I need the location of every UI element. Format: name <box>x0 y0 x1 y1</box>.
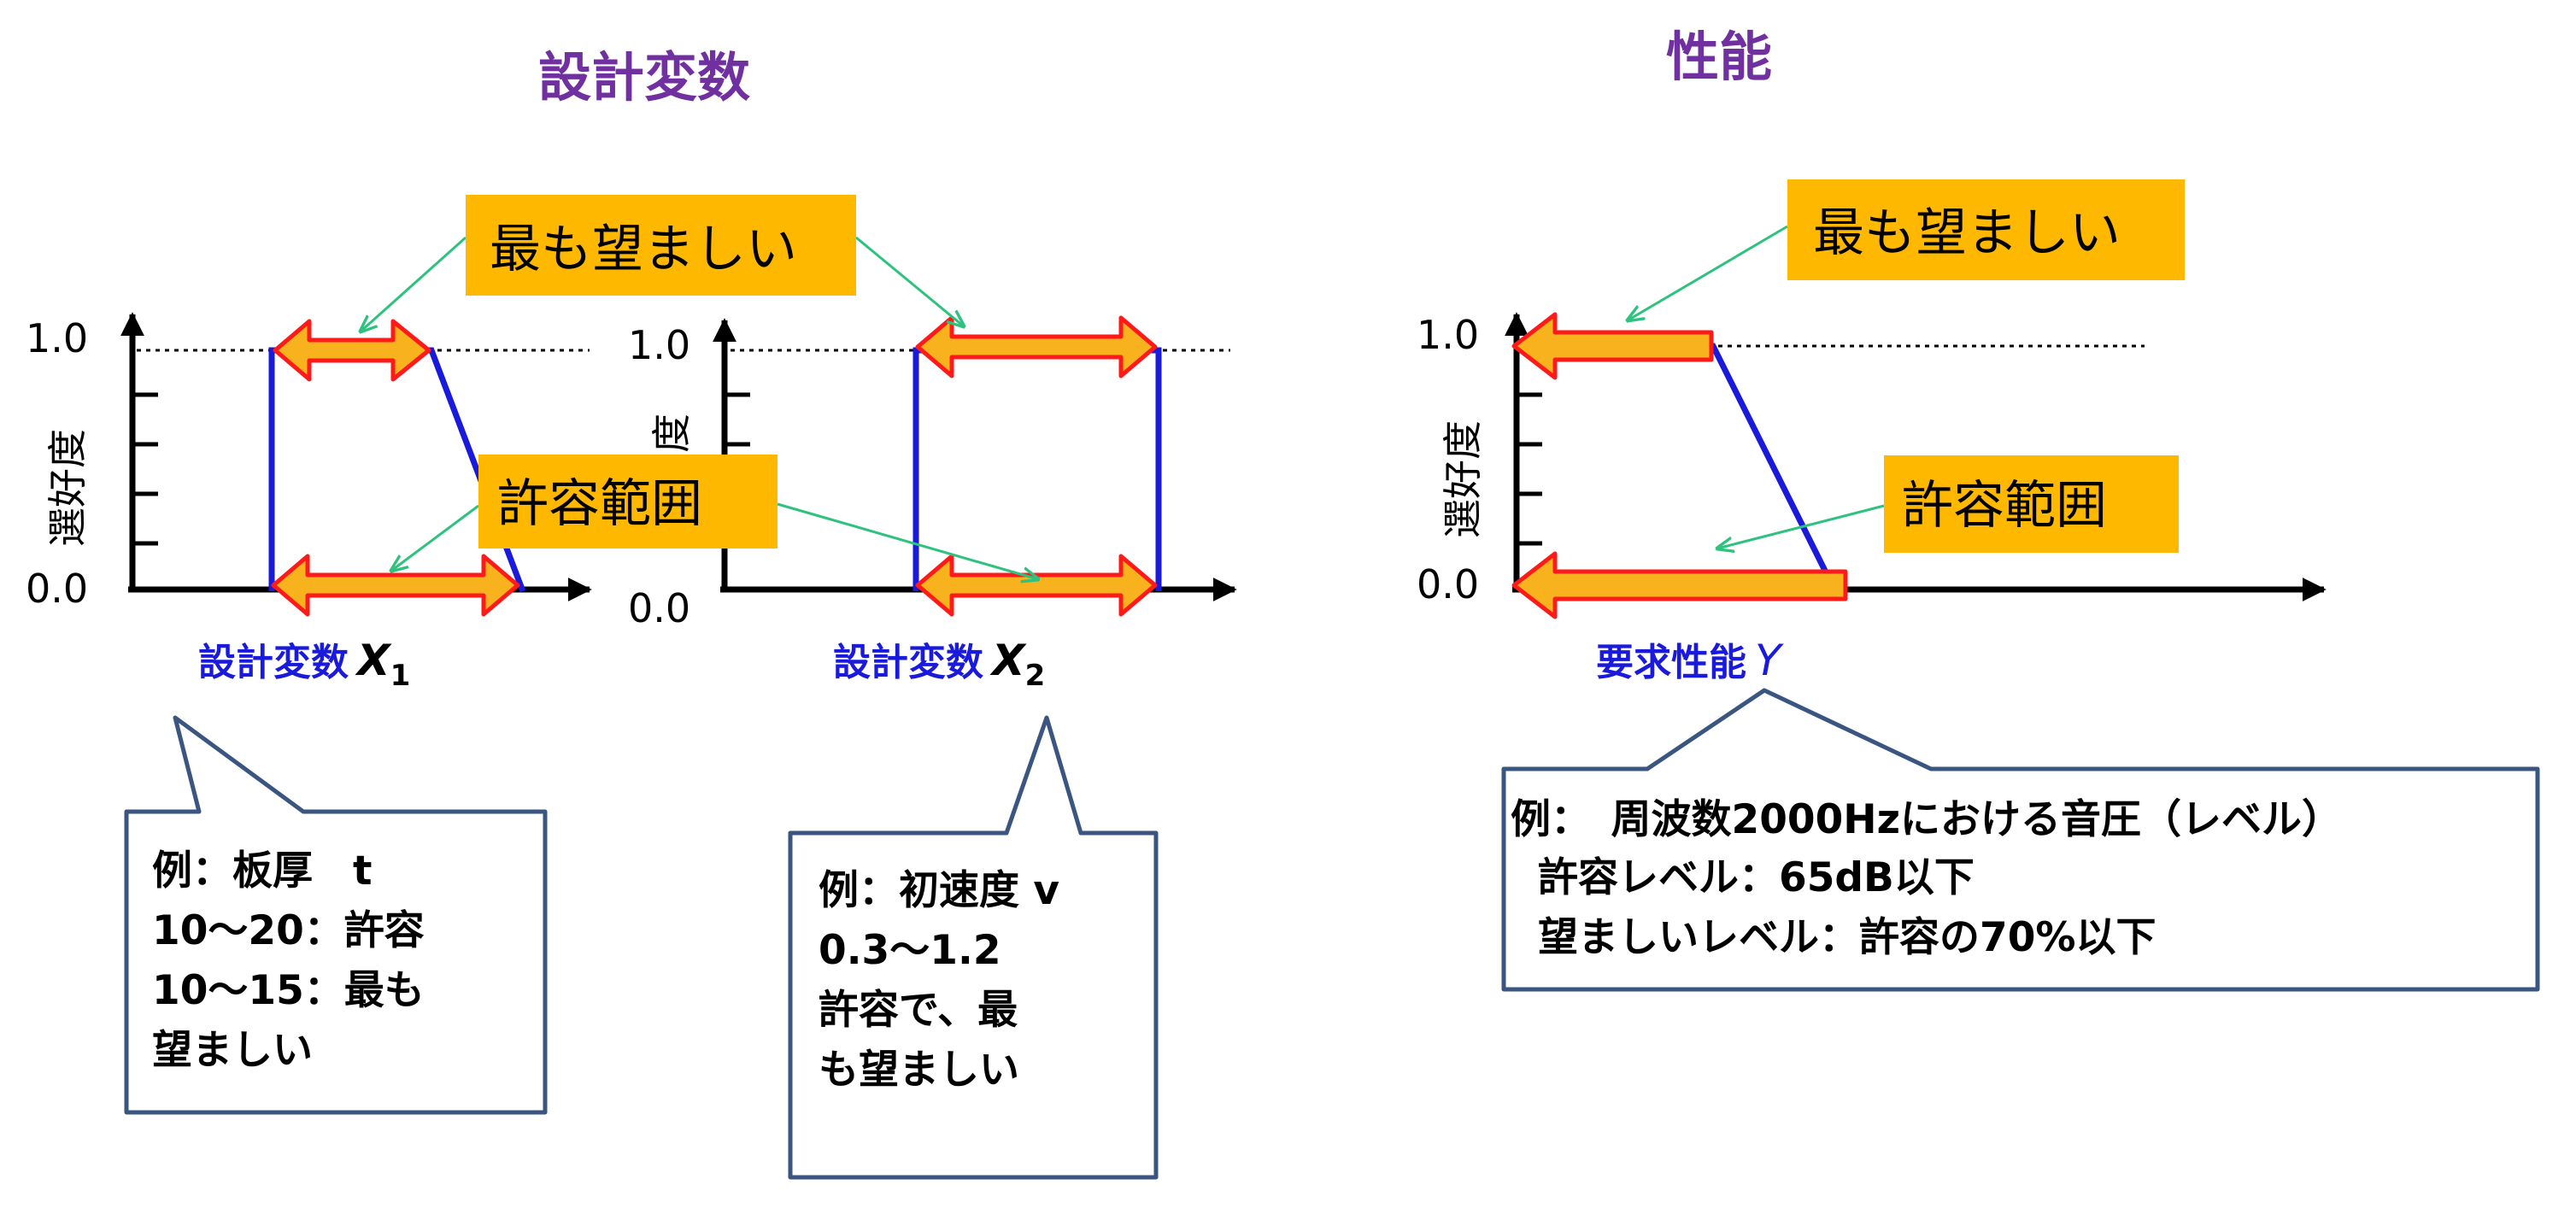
pointer-x2-acceptable <box>777 502 1038 579</box>
x1-tick-label-top: 1.0 <box>26 315 88 361</box>
callout-thickness-line: 例：板厚 t <box>152 848 372 895</box>
heading-design-variables: 設計変数 <box>538 46 750 109</box>
callout-sound-line: 例： 周波数2000Hzにおける音圧（レベル） <box>1511 796 2342 843</box>
x1-y-axis-label: 選好度 <box>44 429 91 547</box>
y-tick-label-top: 1.0 <box>1417 312 1479 358</box>
callout-velocity: 例：初速度 v 0.3～1.2 許容で、最 も望ましい <box>788 715 1159 1180</box>
callout-velocity-line: 例：初速度 v <box>819 867 1059 914</box>
callout-thickness: 例：板厚 t 10～20：許容 10～15：最も 望ましい <box>124 715 548 1115</box>
svg-text:許容範囲: 許容範囲 <box>1902 476 2107 536</box>
svg-text:最も望ましい: 最も望ましい <box>1813 203 2121 263</box>
callout-sound: 例： 周波数2000Hzにおける音圧（レベル） 許容レベル：65dB以下 望まし… <box>1501 688 2540 992</box>
y-most-desirable-arrow <box>1511 312 1714 380</box>
callout-sound-line: 許容レベル：65dB以下 <box>1538 854 1975 901</box>
callout-velocity-line: も望ましい <box>819 1047 1019 1094</box>
x2-most-desirable-arrow <box>915 315 1158 378</box>
pointer-x1-acceptable <box>391 504 479 571</box>
svg-text:許容範囲: 許容範囲 <box>497 474 702 534</box>
y-y-axis-label: 選好度 <box>1440 420 1486 538</box>
x1-tick-label-bottom: 0.0 <box>26 566 88 612</box>
callout-thickness-line: 望ましい <box>152 1027 313 1074</box>
pointer-y-acceptable <box>1717 504 1885 548</box>
x2-tick-label-bottom: 0.0 <box>628 585 690 631</box>
y-acceptable-arrow <box>1511 551 1848 619</box>
x1-acceptable-arrow <box>271 554 520 617</box>
label-most-desirable-performance: 最も望ましい <box>1787 179 2185 280</box>
x2-tick-label-top: 1.0 <box>628 322 690 368</box>
callout-velocity-line: 0.3～1.2 <box>819 927 1001 974</box>
pointer-x2-most <box>855 236 964 326</box>
callout-sound-line: 望ましいレベル：許容の70%以下 <box>1538 914 2156 961</box>
x1-most-desirable-arrow <box>273 319 431 382</box>
x2-acceptable-arrow <box>915 554 1158 617</box>
label-most-desirable-design: 最も望ましい <box>466 195 856 296</box>
svg-text:最も望ましい: 最も望ましい <box>490 220 797 279</box>
label-acceptable-design: 許容範囲 <box>478 455 777 548</box>
pointer-x1-most <box>361 236 466 331</box>
y-tick-label-bottom: 0.0 <box>1417 561 1479 607</box>
x2-y-axis-label: 度 <box>648 414 695 453</box>
heading-performance: 性能 <box>1666 26 1772 88</box>
callout-thickness-line: 10～20：許容 <box>152 907 425 954</box>
label-acceptable-performance: 許容範囲 <box>1884 455 2179 553</box>
pointer-y-most <box>1628 225 1788 320</box>
callout-velocity-line: 許容で、最 <box>819 987 1018 1034</box>
callout-thickness-line: 10～15：最も <box>152 967 425 1014</box>
y-preference-line <box>1521 343 1839 593</box>
